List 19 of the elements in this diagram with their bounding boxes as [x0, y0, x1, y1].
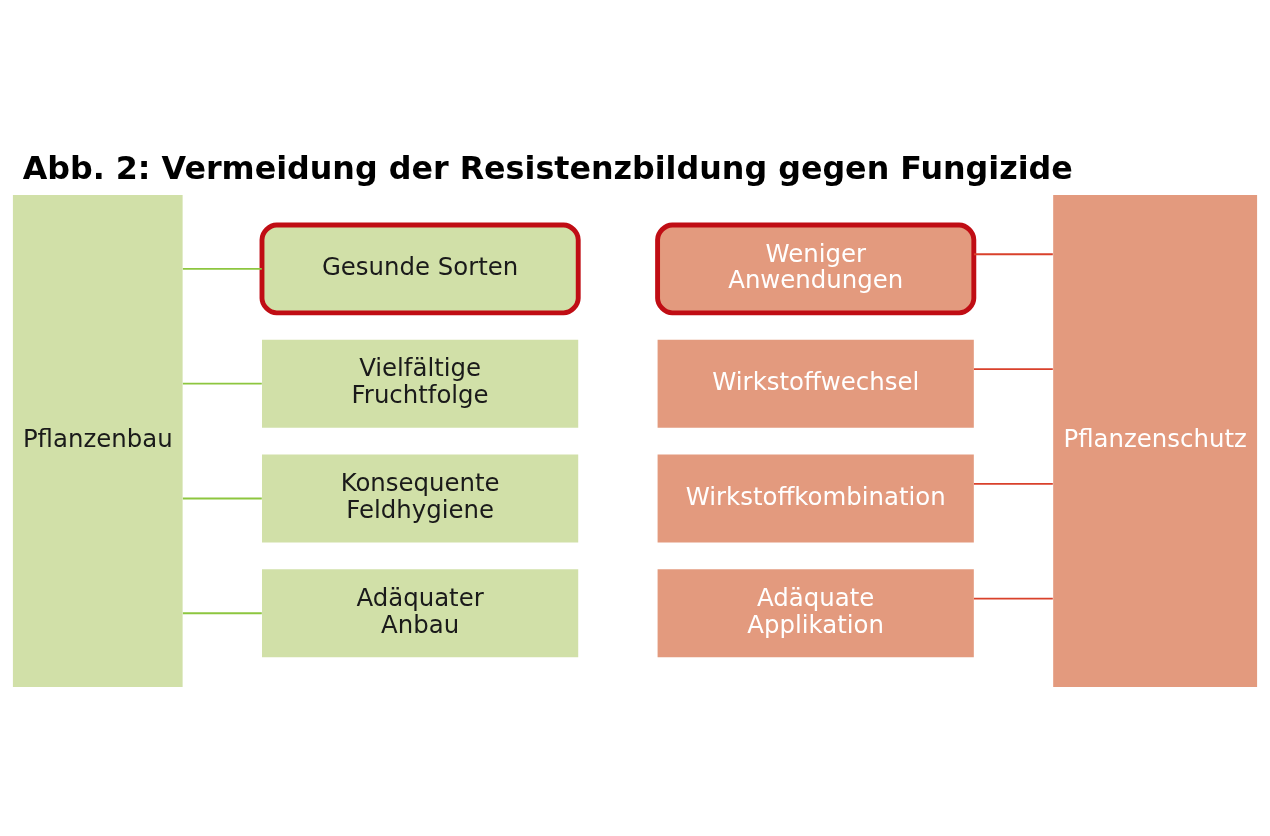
connector: [181, 382, 263, 385]
connector: [973, 367, 1054, 370]
diagram-title: Abb. 2: Vermeidung der Resistenzbildung gegen Fungizide: [22, 149, 1073, 186]
node-box: Pflanzenbau: [12, 194, 183, 687]
connector: [181, 497, 263, 499]
connector: [973, 252, 1054, 255]
connector: [181, 267, 263, 270]
node-box: Vielfältige Fruchtfolge: [262, 339, 579, 428]
node-box: Adäquate Applikation: [657, 568, 974, 657]
node-box: Adäquater Anbau: [262, 568, 579, 657]
node-box: Konsequente Feldhygiene: [262, 454, 579, 542]
node-box: Weniger Anwendungen: [655, 222, 977, 315]
node-box: Pflanzenschutz: [1053, 194, 1258, 687]
connector: [973, 597, 1054, 599]
connector: [181, 611, 263, 614]
node-box: Gesunde Sorten: [259, 222, 581, 315]
node-box: Wirkstoffwechsel: [657, 339, 974, 428]
node-box: Wirkstoffkombination: [657, 454, 974, 542]
connector: [973, 482, 1054, 485]
